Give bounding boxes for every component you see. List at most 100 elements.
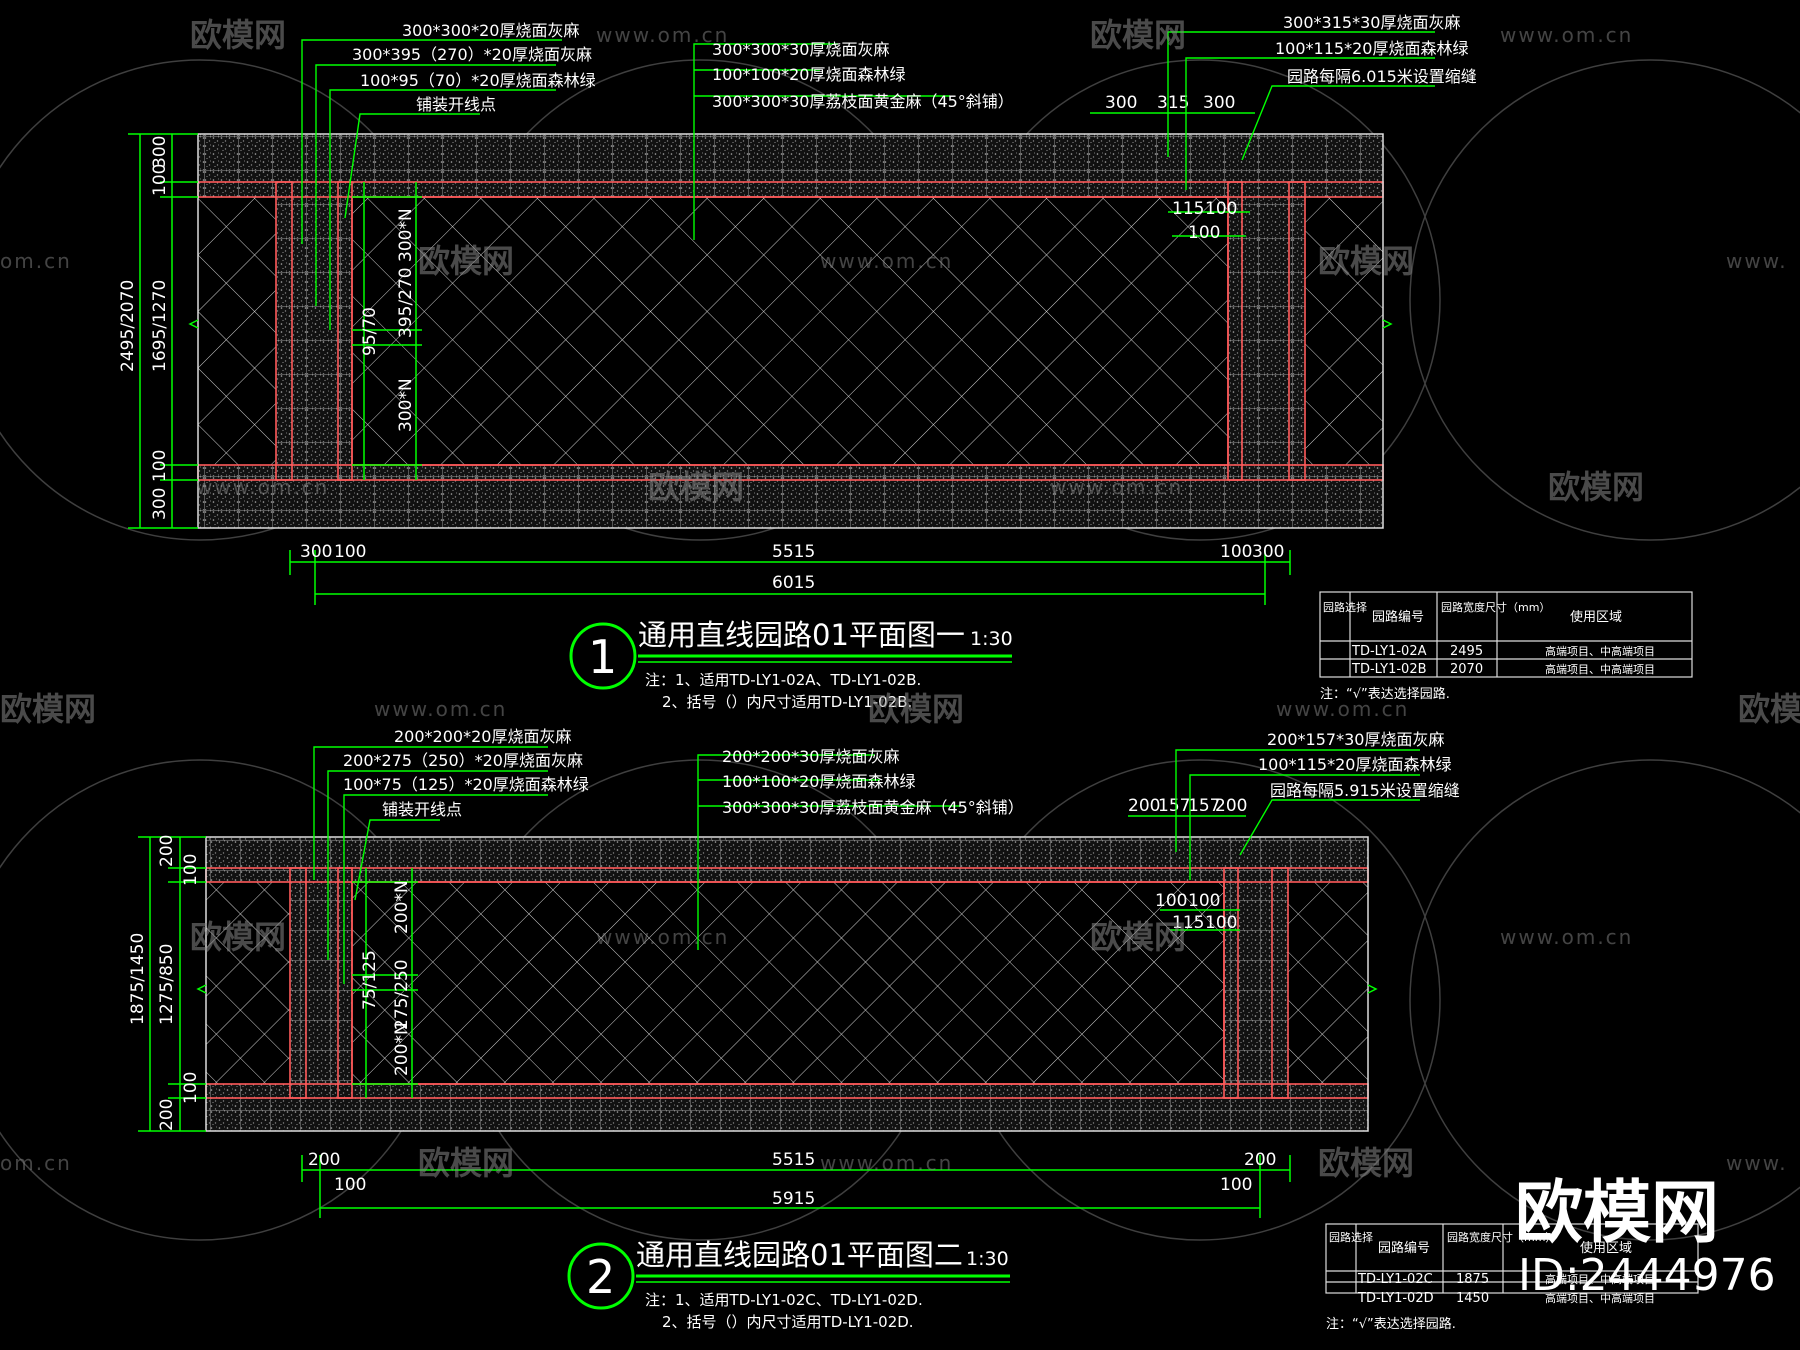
td-b-code: TD-LY1-02B: [1351, 662, 1427, 677]
plan-number: 1: [588, 630, 617, 684]
wm-text: 欧模网: [1548, 468, 1644, 506]
leader-lines: [313, 746, 1420, 984]
dim-vert-75: 75/125: [360, 950, 380, 1010]
leader-l4: 铺装开线点: [382, 800, 462, 819]
wm-text: 欧模网: [418, 242, 514, 280]
plan-number-circle: [569, 622, 637, 690]
top-dim-lines: [1090, 112, 1255, 237]
leader-r2: 100*115*20厚烧面森林绿: [1275, 39, 1468, 58]
dim-left-300b: 300: [150, 488, 170, 520]
wm-text: 欧模网: [1090, 918, 1186, 956]
td-a-area: 高端项目、中高端项目: [1545, 644, 1655, 658]
top-dim-lines: [1128, 815, 1246, 931]
dim-left-100b: 100: [150, 450, 170, 482]
plan-2: 200 100 1875/1450 1275/850 100 200 200*N…: [128, 727, 1699, 1332]
plan-1: 100 300 2495/2070 1695/1270 300 100 300*…: [118, 13, 1693, 711]
dim-b-5515: 5515: [772, 542, 815, 562]
leader-r1: 200*157*30厚烧面灰麻: [1267, 730, 1444, 749]
plan-title: 通用直线园路01平面图一: [638, 618, 965, 652]
td-d-code: TD-LY1-02D: [1357, 1291, 1434, 1306]
dim-left-100: 100: [150, 164, 170, 196]
note-2: 2、括号（）内尺寸适用TD-LY1-02D.: [662, 1313, 914, 1331]
dim-b-100: 100: [334, 1175, 366, 1195]
plan-scale: 1:30: [970, 628, 1013, 650]
table-note: 注：“√”表达选择园路.: [1326, 1316, 1456, 1332]
dim-i-100b: 100: [1188, 891, 1220, 911]
td-b-width: 2070: [1450, 662, 1483, 677]
outer-outline: [205, 836, 1369, 1132]
leader-m2: 100*100*20厚烧面森林绿: [722, 772, 915, 791]
wm-url: www.om.cn: [596, 23, 729, 47]
plan-number-circle: [567, 1242, 635, 1310]
plan-scale: 1:30: [966, 1248, 1009, 1270]
wm-url-short: om.cn: [0, 1151, 72, 1175]
wm-text: 欧模网: [1318, 1144, 1414, 1182]
left-dim-lines: [128, 133, 422, 529]
bottom-dim-lines: [289, 550, 1291, 605]
dim-vert-275: 275/250: [392, 959, 412, 1030]
dim-left-100: 100: [181, 854, 201, 886]
wm-url: www.om.cn: [1500, 925, 1633, 949]
dim-left-300: 300: [150, 136, 170, 168]
th-code: 园路编号: [1372, 609, 1424, 625]
td-c-area: 高端项目、中高端项目: [1545, 1272, 1655, 1286]
plan-number: 2: [586, 1250, 615, 1304]
dim-b-5915: 5915: [772, 1189, 815, 1209]
leader-m1: 300*300*30厚烧面灰麻: [712, 40, 889, 59]
leader-lines: [301, 31, 1435, 330]
leader-r3: 园路每隔6.015米设置缩缝: [1287, 67, 1477, 86]
dim-left-total: 2495/2070: [118, 280, 138, 372]
table-plan-1: 园路选择 园路编号 园路宽度尺寸（mm） 使用区域 TD-LY1-02A 249…: [1319, 591, 1693, 702]
dim-i-100: 100: [1205, 199, 1237, 219]
leader-m3: 300*300*30厚荔枝面黄金麻（45°斜铺）: [712, 92, 1014, 111]
leader-l2: 200*275（250）*20厚烧面灰麻: [343, 751, 583, 770]
wm-text: 欧模网: [190, 918, 286, 956]
wm-text-part: 欧模网: [1738, 690, 1800, 728]
right-end-strip: [1305, 197, 1383, 465]
leader-m1: 200*200*30厚烧面灰麻: [722, 747, 899, 766]
wm-url: www.om.cn: [820, 1151, 953, 1175]
outer-outline: [197, 133, 1384, 529]
leader-l1: 200*200*20厚烧面灰麻: [394, 727, 571, 746]
note-2: 2、括号（）内尺寸适用TD-LY1-02B.: [662, 693, 912, 711]
leader-m2: 100*100*20厚烧面森林绿: [712, 65, 905, 84]
wm-text: 欧模网: [418, 1144, 514, 1182]
dim-vert-300n-b: 300*N: [396, 378, 416, 432]
th-area: 使用区域: [1580, 1240, 1632, 1256]
td-c-code: TD-LY1-02C: [1357, 1272, 1433, 1287]
dim-left-200: 200: [157, 835, 177, 867]
dim-b-300: 300: [300, 542, 332, 562]
th-select: 园路选择: [1323, 600, 1367, 614]
bottom-dim-lines: [301, 1155, 1291, 1218]
diagonal-paving-field: [352, 197, 1228, 465]
leader-m3: 300*300*30厚荔枝面黄金麻（45°斜铺）: [722, 798, 1024, 817]
dim-b-300r: 300: [1252, 542, 1284, 562]
dim-left-200b: 200: [157, 1099, 177, 1131]
dim-b-200r: 200: [1244, 1150, 1276, 1170]
dim-left-field: 1695/1270: [150, 280, 170, 372]
dim-left-total: 1875/1450: [128, 933, 148, 1025]
dim-vert-200n-b: 200*N: [392, 1022, 412, 1076]
wm-url: www.om.cn: [196, 475, 329, 499]
dim-i-115: 115: [1172, 199, 1204, 219]
dim-vert-395: 395/270: [396, 267, 416, 338]
left-end-strip: [198, 197, 276, 465]
dim-b-6015: 6015: [772, 573, 815, 593]
wm-text: 欧模网: [1090, 16, 1186, 54]
brand-stamp: 欧模网 ID:2444976: [1515, 1174, 1776, 1301]
leader-l4: 铺装开线点: [416, 95, 496, 114]
th-select: 园路选择: [1329, 1230, 1373, 1244]
table-plan-2: 园路选择 园路编号 园路宽度尺寸（mm） 使用区域 TD-LY1-02C 187…: [1325, 1223, 1699, 1332]
brand-id: ID:2444976: [1518, 1250, 1776, 1301]
leader-r2: 100*115*20厚烧面森林绿: [1258, 755, 1451, 774]
wm-url: www.om.cn: [596, 925, 729, 949]
right-end-strip: [1288, 882, 1368, 1084]
wm-url: www.om.cn: [374, 697, 507, 721]
brand-name: 欧模网: [1515, 1174, 1719, 1253]
th-code: 园路编号: [1378, 1240, 1430, 1256]
dim-vert-200n: 200*N: [392, 880, 412, 934]
td-b-area: 高端项目、中高端项目: [1545, 662, 1655, 676]
dim-vert-95: 95/70: [360, 307, 380, 356]
